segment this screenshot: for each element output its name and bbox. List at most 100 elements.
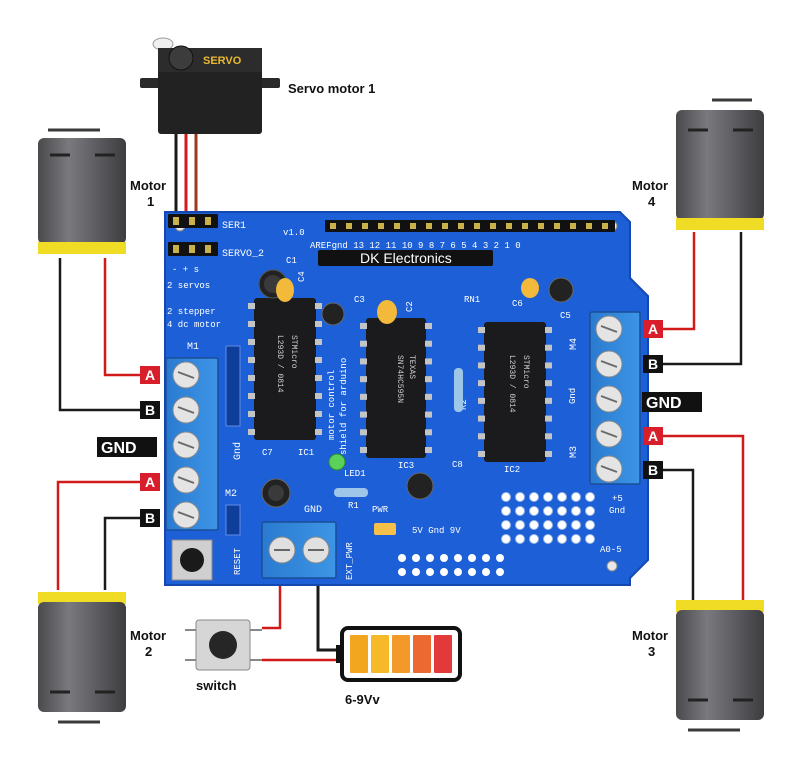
screw-slot: [600, 430, 618, 438]
switch-label: switch: [196, 678, 237, 693]
solder-pad: [440, 554, 448, 562]
header-pin: [506, 223, 512, 229]
ic-pin: [478, 327, 485, 333]
ic-sn74hc595: SN74HC595N TEXAS: [360, 318, 432, 458]
ic-pin: [478, 397, 485, 404]
solder-pad: [515, 520, 525, 530]
header-pin: [474, 223, 480, 229]
c7-label: C7: [262, 448, 273, 458]
pwr-jumper: [374, 523, 396, 535]
power-switch[interactable]: [185, 619, 262, 671]
left-terminal-tags: A B GND A B: [97, 366, 160, 527]
screw-slot: [177, 371, 195, 379]
header-pin: [394, 223, 400, 229]
solder-pad: [501, 520, 511, 530]
solder-pad: [543, 534, 553, 544]
motor2-wires: [56, 480, 140, 590]
motor-1: [38, 128, 126, 254]
svg-text:STMicro: STMicro: [521, 355, 530, 389]
ic-pin: [425, 447, 432, 453]
screw-slot: [177, 441, 195, 449]
header-pin: [538, 223, 544, 229]
brand-label: DK Electronics: [360, 250, 452, 266]
ic-pin: [248, 303, 255, 309]
led1-label: LED1: [344, 469, 366, 479]
servo-headers: [168, 214, 218, 256]
solder-pad: [440, 568, 448, 576]
header-pin: [346, 223, 352, 229]
rn1-label: RN1: [464, 295, 480, 305]
ic-pin: [315, 321, 322, 327]
ic-pin: [545, 451, 552, 457]
reset-label: RESET: [233, 547, 243, 575]
right-gnd: GND: [646, 395, 682, 412]
gnd-right-label: Gnd: [609, 506, 625, 516]
solder-pad: [585, 506, 595, 516]
ic-pin: [315, 429, 322, 435]
ic-pin: [360, 376, 367, 383]
solder-pad: [468, 568, 476, 576]
servo-motor-label: Servo motor 1: [288, 81, 375, 96]
header-pin: [586, 223, 592, 229]
reset-button[interactable]: [171, 539, 213, 581]
ic-pin: [315, 339, 322, 345]
solder-pad: [557, 534, 567, 544]
c8-label: C8: [452, 460, 463, 470]
solder-pad: [585, 534, 595, 544]
ic-pin: [360, 411, 367, 418]
battery-cell: [392, 635, 410, 673]
solder-pad: [496, 568, 504, 576]
solder-pad: [585, 520, 595, 530]
r2-label: R2: [459, 399, 469, 410]
motor4-number: 4: [648, 194, 656, 209]
screw-slot: [177, 511, 195, 519]
solder-pad: [412, 554, 420, 562]
mount-hole: [606, 560, 618, 572]
gnd-right-terminal-label: Gnd: [568, 388, 578, 404]
left-b-top: B: [145, 402, 155, 418]
digital-pin-labels: AREFgnd 13 12 11 10 9 8 7 6 5 4 3 2 1 0: [310, 241, 521, 251]
ic-pin: [425, 358, 432, 365]
servo-body-label: SERVO: [203, 55, 242, 67]
ic-pin: [478, 362, 485, 369]
dc-motor-label: 4 dc motor: [167, 320, 221, 330]
c1-label: C1: [286, 256, 297, 266]
header-pin: [426, 223, 432, 229]
c6-label: C6: [512, 299, 523, 309]
solder-pad: [585, 492, 595, 502]
battery: [336, 626, 462, 682]
right-terminal-tags: A B GND A B: [642, 320, 702, 479]
solder-pad: [515, 534, 525, 544]
m3-label: M3: [569, 446, 580, 458]
battery-cell: [434, 635, 452, 673]
ic-pin: [360, 447, 367, 453]
servo-motor: SERVO: [140, 37, 280, 134]
motor4-wires: [663, 232, 743, 366]
solder-pad: [571, 506, 581, 516]
ic-pin: [315, 375, 322, 381]
ic-pin: [360, 358, 367, 365]
ic-pin: [478, 344, 485, 351]
ext-pwr-label: EXT_PWR: [345, 542, 355, 580]
ceramic-capacitors: [276, 278, 539, 324]
pwr-jumper-options: 5V Gnd 9V: [412, 526, 461, 536]
ic1-label: IC1: [298, 448, 314, 458]
ic-pin: [425, 323, 432, 329]
ic-pin: [478, 451, 485, 457]
ic-pin: [315, 357, 322, 363]
ser1-label: SER1: [222, 221, 246, 232]
motor2-number: 2: [145, 644, 152, 659]
solder-pad: [501, 492, 511, 502]
header-pin: [570, 223, 576, 229]
motor1-label: Motor: [130, 178, 166, 193]
c4-label: C4: [297, 271, 307, 282]
screw-slot: [177, 476, 195, 484]
motor-4: [676, 98, 764, 230]
header-pin: [378, 223, 384, 229]
servo2-label: SERVO_2: [222, 249, 264, 260]
shield-text-1: motor control: [327, 370, 337, 440]
right-b-bottom: B: [648, 462, 658, 478]
solder-pad: [426, 554, 434, 562]
ic3-label: IC3: [398, 461, 414, 471]
